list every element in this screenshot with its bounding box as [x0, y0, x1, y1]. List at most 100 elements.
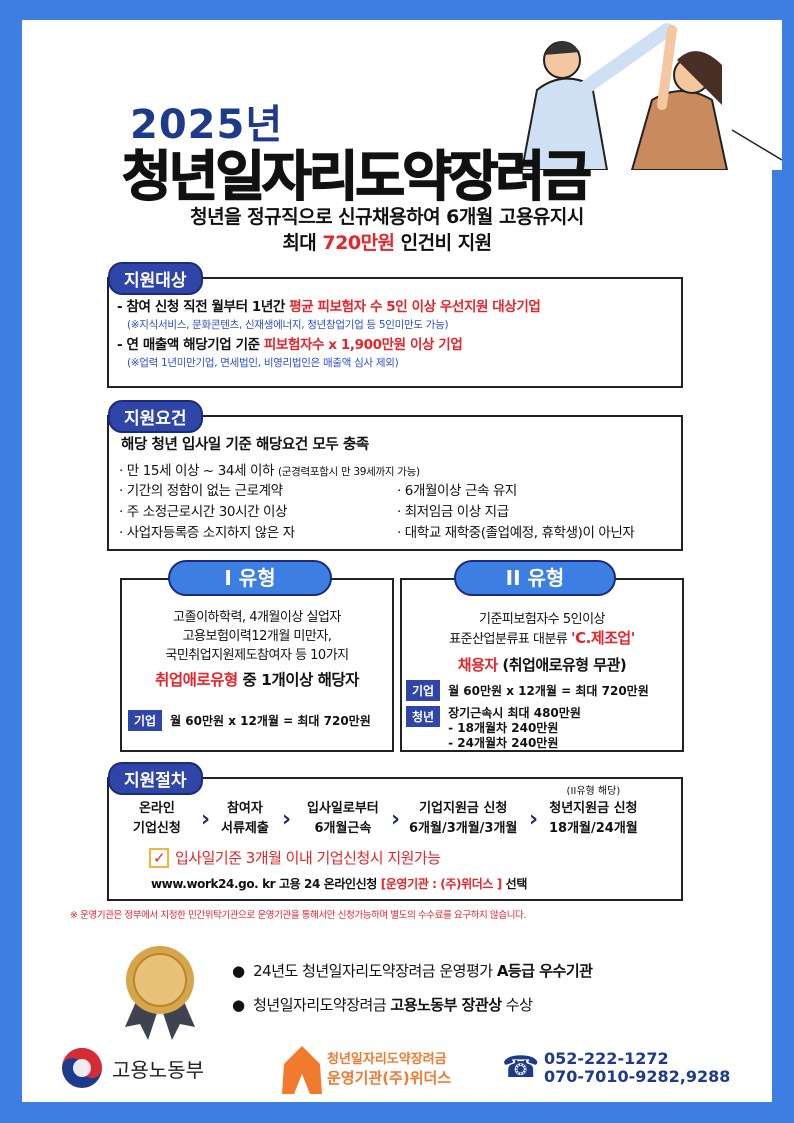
subtitle-line2: 최대 720만원 인건비 지원 [22, 228, 752, 255]
requirement-age: · 만 15세 이상 ~ 34세 이하 (군경력포함시 만 39세까지 가능) [119, 459, 420, 479]
text: - 연 매출액 해당기업 기준 [117, 337, 264, 353]
step-line: 18개월/24개월 [549, 821, 638, 836]
operator-line: 청년일자리도약장려금 [327, 1052, 447, 1067]
requirement-item: · 최저임금 이상 지급 [397, 504, 509, 520]
checkmark-icon: ✓ [149, 848, 169, 868]
text: 중 1개이상 해당자 [237, 671, 360, 689]
text: 최대 [282, 232, 323, 254]
highlight: [운영기관 : (주)위더스 ] [380, 877, 503, 891]
notice: ✓ 입사일기준 3개월 이내 기업신청시 지원가능 [149, 847, 441, 868]
phone-icon: ☎ [502, 1050, 540, 1085]
target-tab: 지원대상 [108, 262, 203, 295]
bold-text: 고용노동부 장관상 [390, 996, 502, 1014]
requirements-tab: 지원요건 [108, 400, 203, 433]
page-title: 청년일자리도약장려금 [121, 144, 592, 209]
highlight: 채용자 [457, 656, 498, 674]
step-line: 서류제출 [221, 821, 269, 836]
youth-line: - 24개월차 240만원 [448, 736, 559, 750]
requirements-heading: 해당 청년 입사일 기준 해당요건 모두 충족 [121, 437, 369, 453]
procedure-tab: 지원절차 [108, 762, 203, 795]
requirements-right: · 6개월이상 근속 유지 · 최저임금 이상 지급 · 대학교 재학중(졸업예… [397, 481, 635, 544]
text: 수상 [501, 996, 533, 1014]
target-note-1: (※지식서비스, 문화콘텐츠, 신재생에너지, 청년창업기업 등 5인미만도 가… [127, 319, 449, 331]
chevron-right-icon: › [201, 807, 211, 832]
requirement-item: · 대학교 재학중(졸업예정, 휴학생)이 아닌자 [397, 525, 635, 541]
requirements-left: · 기간의 정함이 없는 근로계약 · 주 소정근로시간 30시간 이상 · 사… [119, 481, 295, 544]
step-line: 6개월근속 [314, 821, 372, 836]
highlight: 'C.제조업' [571, 629, 635, 647]
type1-box: 고졸이하학력, 4개월이상 실업자 고용보험이력12개월 미만자, 국민취업지원… [120, 578, 394, 752]
step-line: 기업지원금 신청 [419, 801, 508, 816]
text: (취업애로유형 무관) [497, 656, 627, 674]
type1-pill: I 유형 [168, 560, 332, 596]
criteria-line: 고졸이하학력, 4개월이상 실업자 [173, 610, 341, 625]
requirement-item: · 주 소정근로시간 30시간 이상 [119, 504, 288, 520]
highlight-amount: 720만원 [322, 232, 395, 254]
chevron-right-icon: › [282, 807, 292, 832]
step-line: 6개월/3개월/3개월 [409, 821, 518, 836]
step-line: 청년지원금 신청 [549, 801, 638, 816]
type1-amount: 기업 월 60만원 x 12개월 = 최대 720만원 [128, 710, 371, 731]
youth-tag: 청년 [406, 706, 441, 727]
web-instruction: www.work24.go. kr 고용 24 온라인신청 [운영기관 : (주… [151, 875, 527, 892]
type2-criteria: 기준피보험자수 5인이상 표준산업분류표 대분류 'C.제조업' [402, 610, 682, 649]
criteria-line: 고용보험이력12개월 미만자, [182, 629, 332, 644]
target-item-1: - 참여 신청 직전 월부터 1년간 평균 피보험자 수 5인 이상 우선지원 … [117, 295, 541, 315]
requirement-item: · 6개월이상 근속 유지 [397, 483, 517, 499]
highlight: 피보험자수 x 1,900만원 이상 기업 [263, 337, 463, 353]
phone-number[interactable]: 070-7010-9282,9288 [544, 1067, 731, 1086]
criteria-line: 표준산업분류표 대분류 'C.제조업' [402, 629, 682, 649]
requirements-section: 해당 청년 입사일 기준 해당요건 모두 충족 · 만 15세 이상 ~ 34세… [107, 415, 683, 551]
year-heading: 2025년 [130, 102, 284, 148]
youth-line: 장기근속시 최대 480만원 [448, 706, 581, 720]
step-3: 입사일로부터 6개월근속 [307, 799, 379, 839]
youth-lines: 장기근속시 최대 480만원 - 18개월차 240만원 - 24개월차 240… [448, 706, 581, 751]
type2-condition: 채용자 (취업애로유형 무관) [402, 654, 682, 675]
operator-line: 운영기관(주)위더스 [327, 1069, 452, 1087]
text: 24년도 청년일자리도약장려금 운영평가 [253, 962, 497, 980]
company-tag: 기업 [128, 710, 163, 731]
text: www.work24.go. kr 고용 24 온라인신청 [151, 877, 381, 891]
operator-logo-icon [282, 1046, 322, 1094]
ministry-logo-icon [62, 1048, 102, 1088]
age-note: (군경력포함시 만 39세까지 가능) [277, 466, 420, 478]
company-tag: 기업 [406, 680, 441, 701]
criteria-line: 기준피보험자수 5인이상 [478, 612, 606, 627]
step-4: 기업지원금 신청 6개월/3개월/3개월 [409, 799, 517, 839]
step-line: 온라인 [138, 801, 175, 816]
step-line: 기업신청 [133, 821, 181, 836]
type2-pill: II 유형 [454, 560, 616, 596]
target-section: - 참여 신청 직전 월부터 1년간 평균 피보험자 수 5인 이상 우선지원 … [107, 277, 683, 388]
criteria-line: 국민취업지원제도참여자 등 10가지 [165, 648, 349, 663]
step-line: 참여자 [226, 801, 263, 816]
text: · 만 15세 이상 ~ 34세 이하 [119, 463, 275, 479]
highlight: 취업애로유형 [155, 671, 238, 689]
type1-criteria: 고졸이하학력, 4개월이상 실업자 고용보험이력12개월 미만자, 국민취업지원… [122, 608, 392, 665]
youth-line: - 18개월차 240만원 [448, 721, 559, 735]
step-note: (II유형 해당) [566, 786, 621, 797]
ministry-name: 고용노동부 [112, 1058, 204, 1082]
award-item-1: ● 24년도 청년일자리도약장려금 운영평가 A등급 우수기관 [232, 962, 593, 980]
phone-number[interactable]: 052-222-1272 [544, 1049, 669, 1068]
type2-youth-amount: 청년 장기근속시 최대 480만원 - 18개월차 240만원 - 24개월차 … [406, 706, 581, 751]
high-five-illustration [482, 20, 782, 170]
subtitle-line1: 청년을 정규직으로 신규채용하여 6개월 고용유지시 [190, 206, 584, 228]
chevron-right-icon: › [391, 807, 401, 832]
requirement-item: · 사업자등록증 소지하지 않은 자 [119, 525, 295, 541]
notice-text: 입사일기준 3개월 이내 기업신청시 지원가능 [175, 849, 441, 867]
amount: 월 60만원 x 12개월 = 최대 720만원 [170, 714, 371, 728]
award-item-2: ● 청년일자리도약장려금 고용노동부 장관상 수상 [232, 996, 533, 1014]
footnote: ※ 운영기관은 정부에서 지정한 민간위탁기관으로 운영기관을 통해서만 신청가… [70, 910, 526, 921]
target-item-2: - 연 매출액 해당기업 기준 피보험자수 x 1,900만원 이상 기업 [117, 333, 463, 353]
step-line: 입사일로부터 [307, 801, 379, 816]
step-5: (II유형 해당) 청년지원금 신청 18개월/24개월 [549, 785, 638, 839]
requirement-item: · 기간의 정함이 없는 근로계약 [119, 483, 283, 499]
text: 표준산업분류표 대분류 [449, 632, 572, 647]
medal-icon [125, 946, 195, 1040]
